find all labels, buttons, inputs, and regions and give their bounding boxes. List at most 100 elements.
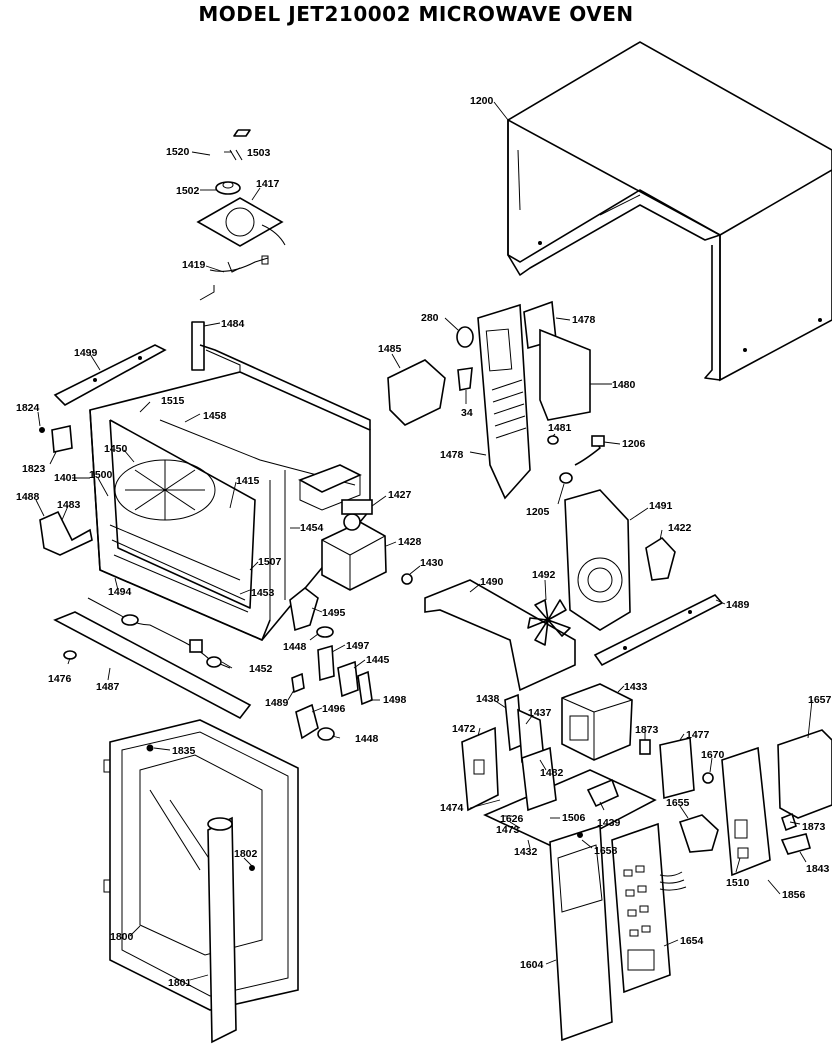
label-1670: 1670 (701, 749, 725, 761)
panel-1478 (477, 303, 531, 500)
bracket-1472 (461, 726, 499, 812)
cord-1206 (574, 439, 601, 466)
fan-blade-1492 (527, 599, 571, 646)
keypad-1654 (611, 822, 687, 994)
label-1478b: 1478 (572, 314, 596, 326)
label-34: 34 (461, 407, 473, 419)
label-1489b: 1489 (726, 599, 750, 611)
label-1515: 1515 (161, 395, 185, 407)
bracket-1499 (53, 344, 167, 406)
magnetron-1428 (321, 499, 387, 591)
label-1507: 1507 (258, 556, 282, 568)
label-1433: 1433 (624, 681, 648, 693)
label-1835: 1835 (172, 745, 196, 757)
label-1489a: 1489 (265, 697, 289, 709)
label-1206: 1206 (622, 438, 646, 450)
part-1448-lower (317, 727, 335, 741)
door-1800 (103, 719, 299, 1011)
label-1492: 1492 (532, 569, 556, 581)
transformer-1433 (561, 683, 633, 761)
label-1478a: 1478 (440, 449, 464, 461)
control-panel-1604 (549, 824, 613, 1042)
label-1655: 1655 (666, 797, 690, 809)
part-1205 (559, 472, 573, 484)
tray-1490 (424, 579, 576, 692)
label-1458: 1458 (203, 410, 227, 422)
label-280: 280 (421, 312, 439, 324)
label-1476: 1476 (48, 673, 72, 685)
label-1495: 1495 (322, 607, 346, 619)
diagram-title: MODEL JET210002 MICROWAVE OVEN (198, 2, 634, 26)
label-1481: 1481 (548, 422, 572, 434)
label-1490: 1490 (480, 576, 504, 588)
motor-1495 (289, 586, 319, 632)
label-1422: 1422 (668, 522, 692, 534)
label-1448a: 1448 (283, 641, 307, 653)
strip-1487 (53, 611, 252, 720)
label-1824: 1824 (16, 402, 40, 414)
label-1483: 1483 (57, 499, 81, 511)
label-1499: 1499 (74, 347, 98, 359)
label-1480: 1480 (612, 379, 636, 391)
label-1496: 1496 (322, 703, 346, 715)
label-1487: 1487 (96, 681, 120, 693)
label-1658: 1658 (594, 845, 618, 857)
label-1843: 1843 (806, 863, 830, 875)
part-1481 (547, 435, 559, 445)
screw-1835 (146, 744, 154, 752)
label-1626: 1626 (500, 813, 524, 825)
socket-34 (457, 367, 473, 391)
board-1482 (521, 746, 557, 812)
part-1430 (401, 573, 413, 585)
switch-1489 (291, 672, 305, 694)
label-1439: 1439 (597, 817, 621, 829)
label-1415: 1415 (236, 475, 260, 487)
label-1401: 1401 (54, 472, 78, 484)
part-1439 (586, 778, 620, 808)
label-1657: 1657 (808, 694, 832, 706)
label-1873b: 1873 (802, 821, 826, 833)
thermostat-1422 (645, 536, 676, 581)
label-1510: 1510 (726, 877, 750, 889)
label-1430: 1430 (420, 557, 444, 569)
label-1491: 1491 (649, 500, 673, 512)
label-1452: 1452 (249, 663, 273, 675)
switch-1445 (337, 660, 359, 698)
label-1497: 1497 (346, 640, 370, 652)
label-1494: 1494 (108, 586, 132, 598)
bracket-1477 (659, 737, 695, 800)
label-1485: 1485 (378, 343, 402, 355)
label-1498: 1498 (383, 694, 407, 706)
part-1655 (678, 814, 719, 853)
label-1520: 1520 (166, 146, 190, 158)
part-1873 (639, 739, 651, 755)
label-1873a: 1873 (635, 724, 659, 736)
label-1502: 1502 (176, 185, 200, 197)
outer-cabinet-1200 (507, 41, 832, 382)
label-1450: 1450 (104, 443, 128, 455)
label-1800: 1800 (110, 931, 134, 943)
label-1503: 1503 (247, 147, 271, 159)
label-1205: 1205 (526, 506, 550, 518)
part-1448 (316, 626, 334, 638)
label-1445: 1445 (366, 654, 390, 666)
label-1200: 1200 (470, 95, 494, 107)
label-1417: 1417 (256, 178, 280, 190)
label-1823: 1823 (22, 463, 46, 475)
cover-1657 (777, 729, 832, 819)
label-1448b: 1448 (355, 733, 379, 745)
leader-lines (35, 101, 813, 981)
board-1856 (721, 746, 771, 877)
label-1437: 1437 (528, 707, 552, 719)
label-1438: 1438 (476, 693, 500, 705)
label-1477: 1477 (686, 729, 710, 741)
duct-1480 (539, 328, 591, 421)
bracket-1488 (39, 510, 93, 556)
part-1670 (702, 772, 714, 784)
label-1856: 1856 (782, 889, 806, 901)
label-1472: 1472 (452, 723, 476, 735)
oven-cavity (89, 321, 371, 641)
label-1488: 1488 (16, 491, 40, 503)
foot-1476 (63, 650, 77, 660)
